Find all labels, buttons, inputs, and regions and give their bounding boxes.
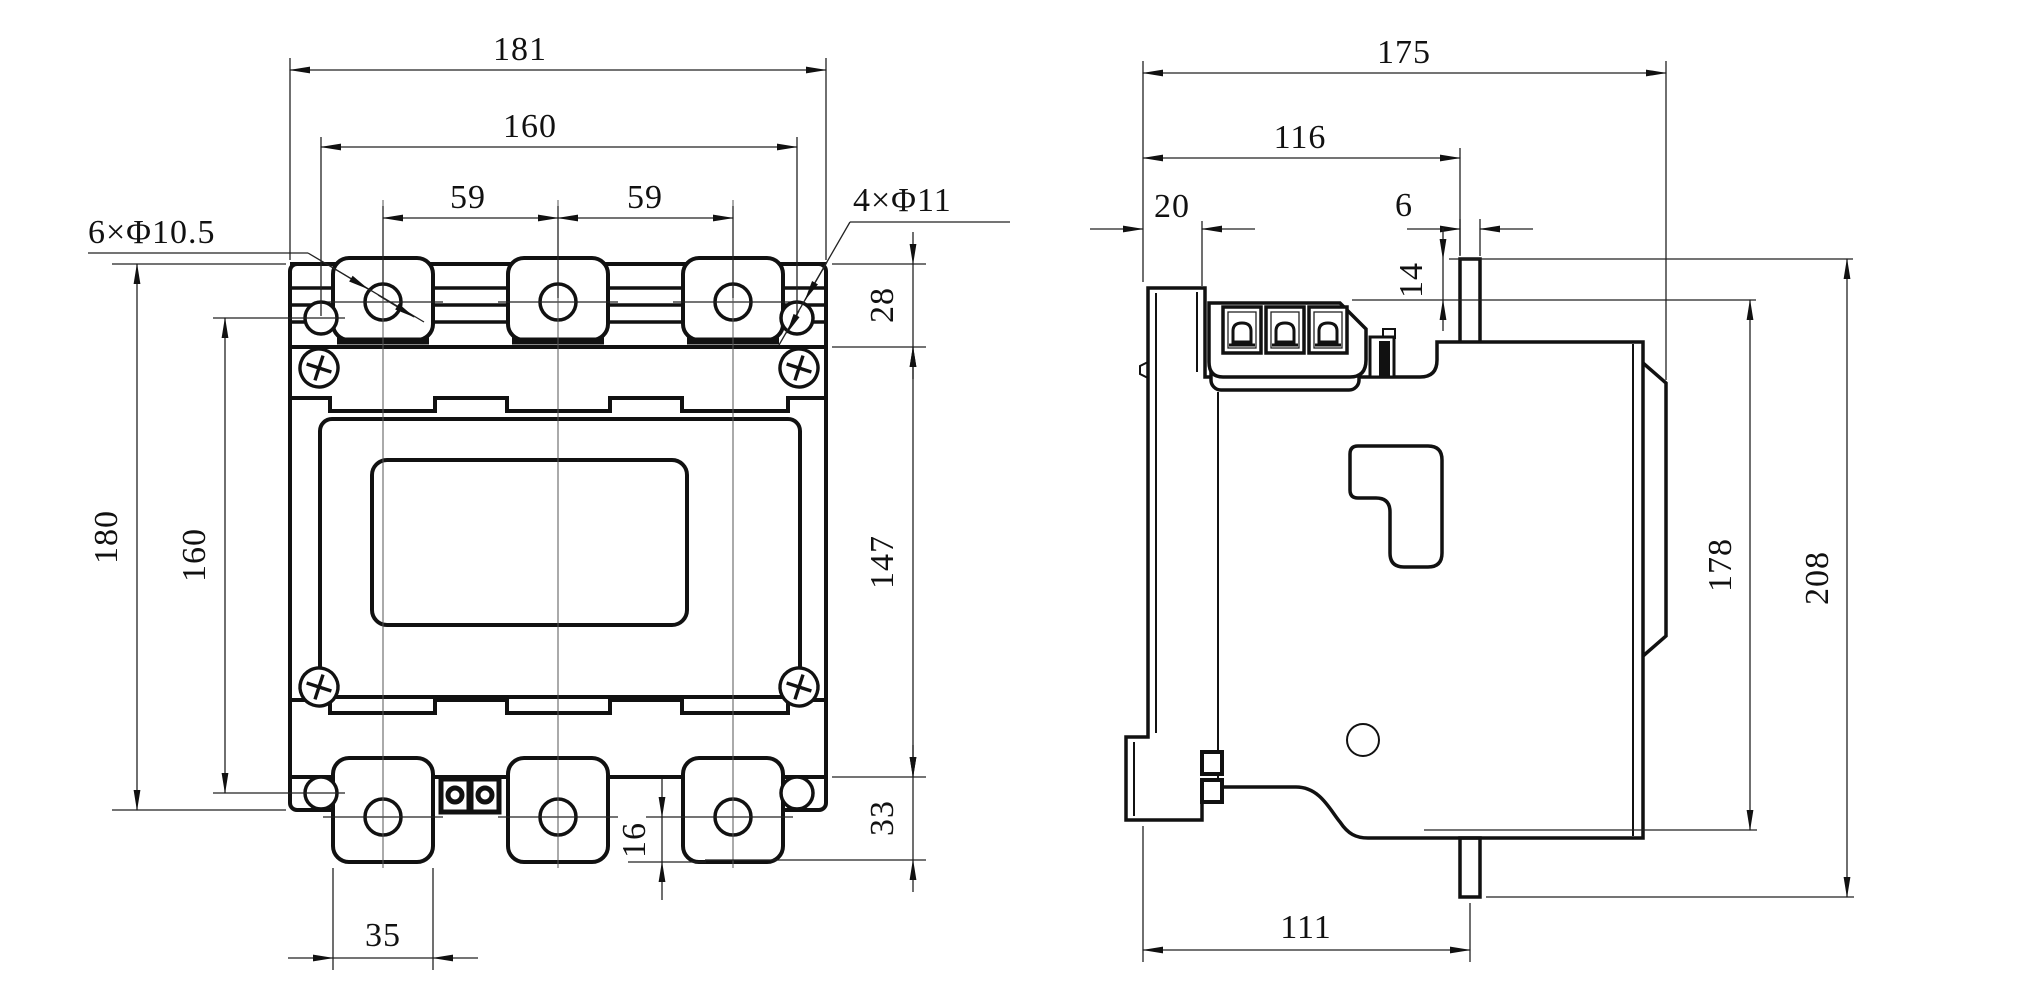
dim-front-hole-spacing-y: 160 <box>176 317 345 794</box>
dim-side-upper-depth: 116 <box>1142 119 1461 255</box>
side-plate-notch <box>1139 361 1149 379</box>
dim-label: 14 <box>1393 262 1430 298</box>
side-cover-bulge <box>1641 361 1668 658</box>
side-bottom-pin <box>1458 836 1482 899</box>
dim-front-offset-top: 28 <box>832 232 926 379</box>
dim-label: 59 <box>450 179 486 216</box>
dim-side-flange-depth: 20 <box>1090 188 1255 286</box>
cover-screws <box>298 347 820 708</box>
dim-label: 160 <box>503 108 557 145</box>
dim-front-mid-height: 147 <box>832 346 926 778</box>
dim-label: 160 <box>176 528 213 582</box>
terminal-clamp <box>1264 305 1306 355</box>
coil-terminal-screw <box>475 785 495 805</box>
coil-terminal-block <box>438 776 502 815</box>
dim-label: 175 <box>1377 34 1431 71</box>
callout-label: 6×Φ10.5 <box>88 214 216 251</box>
dim-side-body-height: 178 <box>1424 299 1757 831</box>
terminal-clamp <box>1221 305 1263 355</box>
dim-label: 6 <box>1395 187 1413 224</box>
terminal-clamp <box>1307 305 1349 355</box>
dim-side-pin-width: 6 <box>1395 187 1533 256</box>
dim-front-pole-pitch: 59 59 <box>382 179 734 298</box>
dim-label: 20 <box>1154 188 1190 225</box>
dim-side-base-depth: 111 <box>1142 826 1471 962</box>
rail-clip <box>1200 778 1224 804</box>
dim-front-overall-width: 181 <box>289 31 827 260</box>
dim-front-tab-overhang: 16 <box>616 779 706 900</box>
dim-label: 178 <box>1702 538 1739 592</box>
rail-clip <box>1200 750 1224 776</box>
side-view: 175 116 20 6 14 <box>1090 34 1854 962</box>
callout-label: 4×Φ11 <box>853 182 952 219</box>
dim-side-overall-height: 208 <box>1486 258 1854 898</box>
dim-label: 33 <box>864 800 901 836</box>
side-top-pin <box>1458 257 1482 347</box>
side-terminal-block <box>1207 301 1368 392</box>
dim-label: 16 <box>616 822 653 858</box>
callout-corner-holes: 4×Φ11 <box>778 182 1010 346</box>
dim-label: 181 <box>493 31 547 68</box>
dim-label: 116 <box>1274 119 1327 156</box>
side-aux-component <box>1368 328 1396 379</box>
coil-terminal-screw <box>445 785 465 805</box>
side-latch-cutout <box>1348 444 1444 569</box>
dim-label: 180 <box>88 510 125 564</box>
dim-label: 147 <box>864 535 901 589</box>
dim-side-overall-depth: 175 <box>1142 34 1667 380</box>
dim-front-tab-width: 35 <box>288 868 478 970</box>
dim-side-pin-height: 14 <box>1352 228 1853 331</box>
dim-front-overall-height: 180 <box>88 263 286 811</box>
front-view: 181 160 59 59 6×Φ10.5 4×Φ11 <box>88 31 1010 970</box>
dim-label: 35 <box>365 917 401 954</box>
callout-terminal-holes: 6×Φ10.5 <box>88 214 425 323</box>
dim-label: 28 <box>864 287 901 323</box>
dim-front-hole-spacing-x: 160 <box>320 108 798 316</box>
dim-label: 208 <box>1799 551 1836 605</box>
mounting-hole <box>779 775 815 811</box>
dim-label: 111 <box>1280 909 1331 946</box>
dim-label: 59 <box>627 179 663 216</box>
side-hole <box>1346 723 1380 757</box>
front-nameplate-window <box>370 458 689 627</box>
dim-front-offset-bottom: 33 <box>705 745 926 892</box>
